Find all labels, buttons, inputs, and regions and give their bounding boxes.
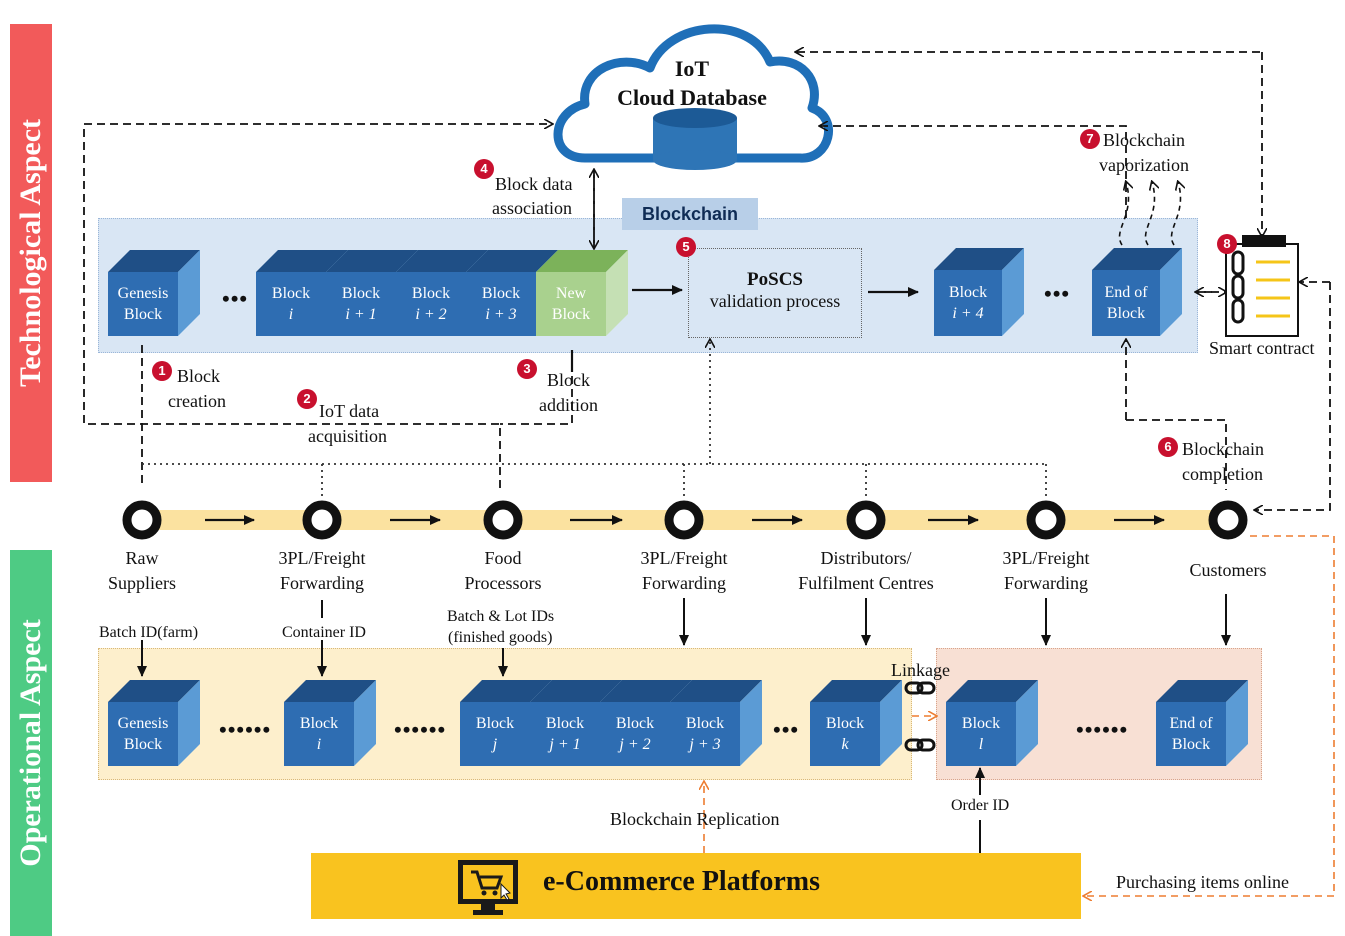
tech-blocks xyxy=(108,248,1182,336)
ops-ellipsis-1: •••••• xyxy=(219,717,272,742)
tech-block-7 xyxy=(934,248,1024,336)
tech-ellipsis-1: ••• xyxy=(222,286,249,311)
step-6-badge: 6 xyxy=(1158,437,1178,457)
ops-block-8 xyxy=(946,680,1038,766)
step-4-badge: 4 xyxy=(474,159,494,179)
step-2-badge: 2 xyxy=(297,389,317,409)
ops-ellipsis-4: •••••• xyxy=(1076,717,1129,742)
ops-block-6 xyxy=(670,680,762,766)
smart-contract-icon xyxy=(1225,235,1299,337)
step-6-line1: Blockchain xyxy=(1182,439,1264,459)
linkage-label: Linkage xyxy=(891,660,950,680)
tech-block-6 xyxy=(536,250,628,336)
step-4-line2: association xyxy=(492,198,572,218)
step-1-line1: Block xyxy=(177,366,220,386)
linkage-chain-icon xyxy=(904,681,936,752)
step-4-line1: Block data xyxy=(495,174,573,194)
batch-id-farm-label: Batch ID(farm) xyxy=(99,624,199,641)
poscs-subtitle: validation process xyxy=(709,291,841,311)
cloud-title-line1: IoT xyxy=(674,56,710,81)
ecommerce-platforms-bar: e-Commerce Platforms xyxy=(311,853,1081,919)
ops-block-2 xyxy=(284,680,376,766)
ops-block-1 xyxy=(108,680,200,766)
ops-ellipsis-2: •••••• xyxy=(394,717,447,742)
step-1-line2: creation xyxy=(168,391,226,411)
shopping-cart-monitor-icon xyxy=(458,860,518,915)
batch-lot-ids-label-1: Batch & Lot IDs xyxy=(447,608,555,625)
cloud-title-line2: Cloud Database xyxy=(617,85,767,110)
step-7-line2: vaporization xyxy=(1099,155,1189,175)
stage-label-7: Customers xyxy=(1189,560,1267,580)
timeline-nodes xyxy=(122,500,1248,540)
step-2-line2: acquisition xyxy=(308,425,387,447)
blockchain-replication-label: Blockchain Replication xyxy=(610,809,780,829)
step-3-badge: 3 xyxy=(517,359,537,379)
ops-ellipsis-3: ••• xyxy=(773,717,800,742)
tech-block-8 xyxy=(1092,248,1182,336)
container-id-label: Container ID xyxy=(282,624,366,641)
cloud-icon xyxy=(553,24,833,170)
step-3-line1: Block xyxy=(547,370,590,390)
step-1-badge: 1 xyxy=(152,361,172,381)
tech-block-1 xyxy=(108,250,200,336)
database-icon xyxy=(653,108,737,170)
batch-lot-ids-label-2: (finished goods) xyxy=(448,629,553,646)
step-7-line1: Blockchain xyxy=(1103,130,1185,150)
step-6-line2: completion xyxy=(1182,464,1263,484)
purchasing-items-online-label: Purchasing items online xyxy=(1116,872,1289,892)
ops-block-9 xyxy=(1156,680,1248,766)
tech-ellipsis-2: ••• xyxy=(1044,281,1071,306)
ops-blocks xyxy=(108,680,1248,766)
ecommerce-platforms-label: e-Commerce Platforms xyxy=(543,866,821,897)
order-id-label: Order ID xyxy=(951,797,1010,814)
poscs-validation-box: PoSCS validation process xyxy=(688,248,862,338)
operational-aspect-bar: Operational Aspect xyxy=(10,550,52,936)
stage-label-5: Distributors/Fulfilment Centres xyxy=(798,548,934,593)
blockchain-tag: Blockchain xyxy=(622,198,758,230)
step-8-badge: 8 xyxy=(1217,234,1237,254)
ops-block-7 xyxy=(810,680,902,766)
step-7-badge: 7 xyxy=(1080,129,1100,149)
step-5-badge: 5 xyxy=(676,237,696,257)
smart-contract-label: Smart contract xyxy=(1209,338,1315,358)
poscs-title: PoSCS xyxy=(747,269,803,290)
step-2-line1: IoT data xyxy=(319,401,380,421)
technological-aspect-bar: Technological Aspect xyxy=(10,24,52,482)
step-3-line2: addition xyxy=(539,395,598,415)
